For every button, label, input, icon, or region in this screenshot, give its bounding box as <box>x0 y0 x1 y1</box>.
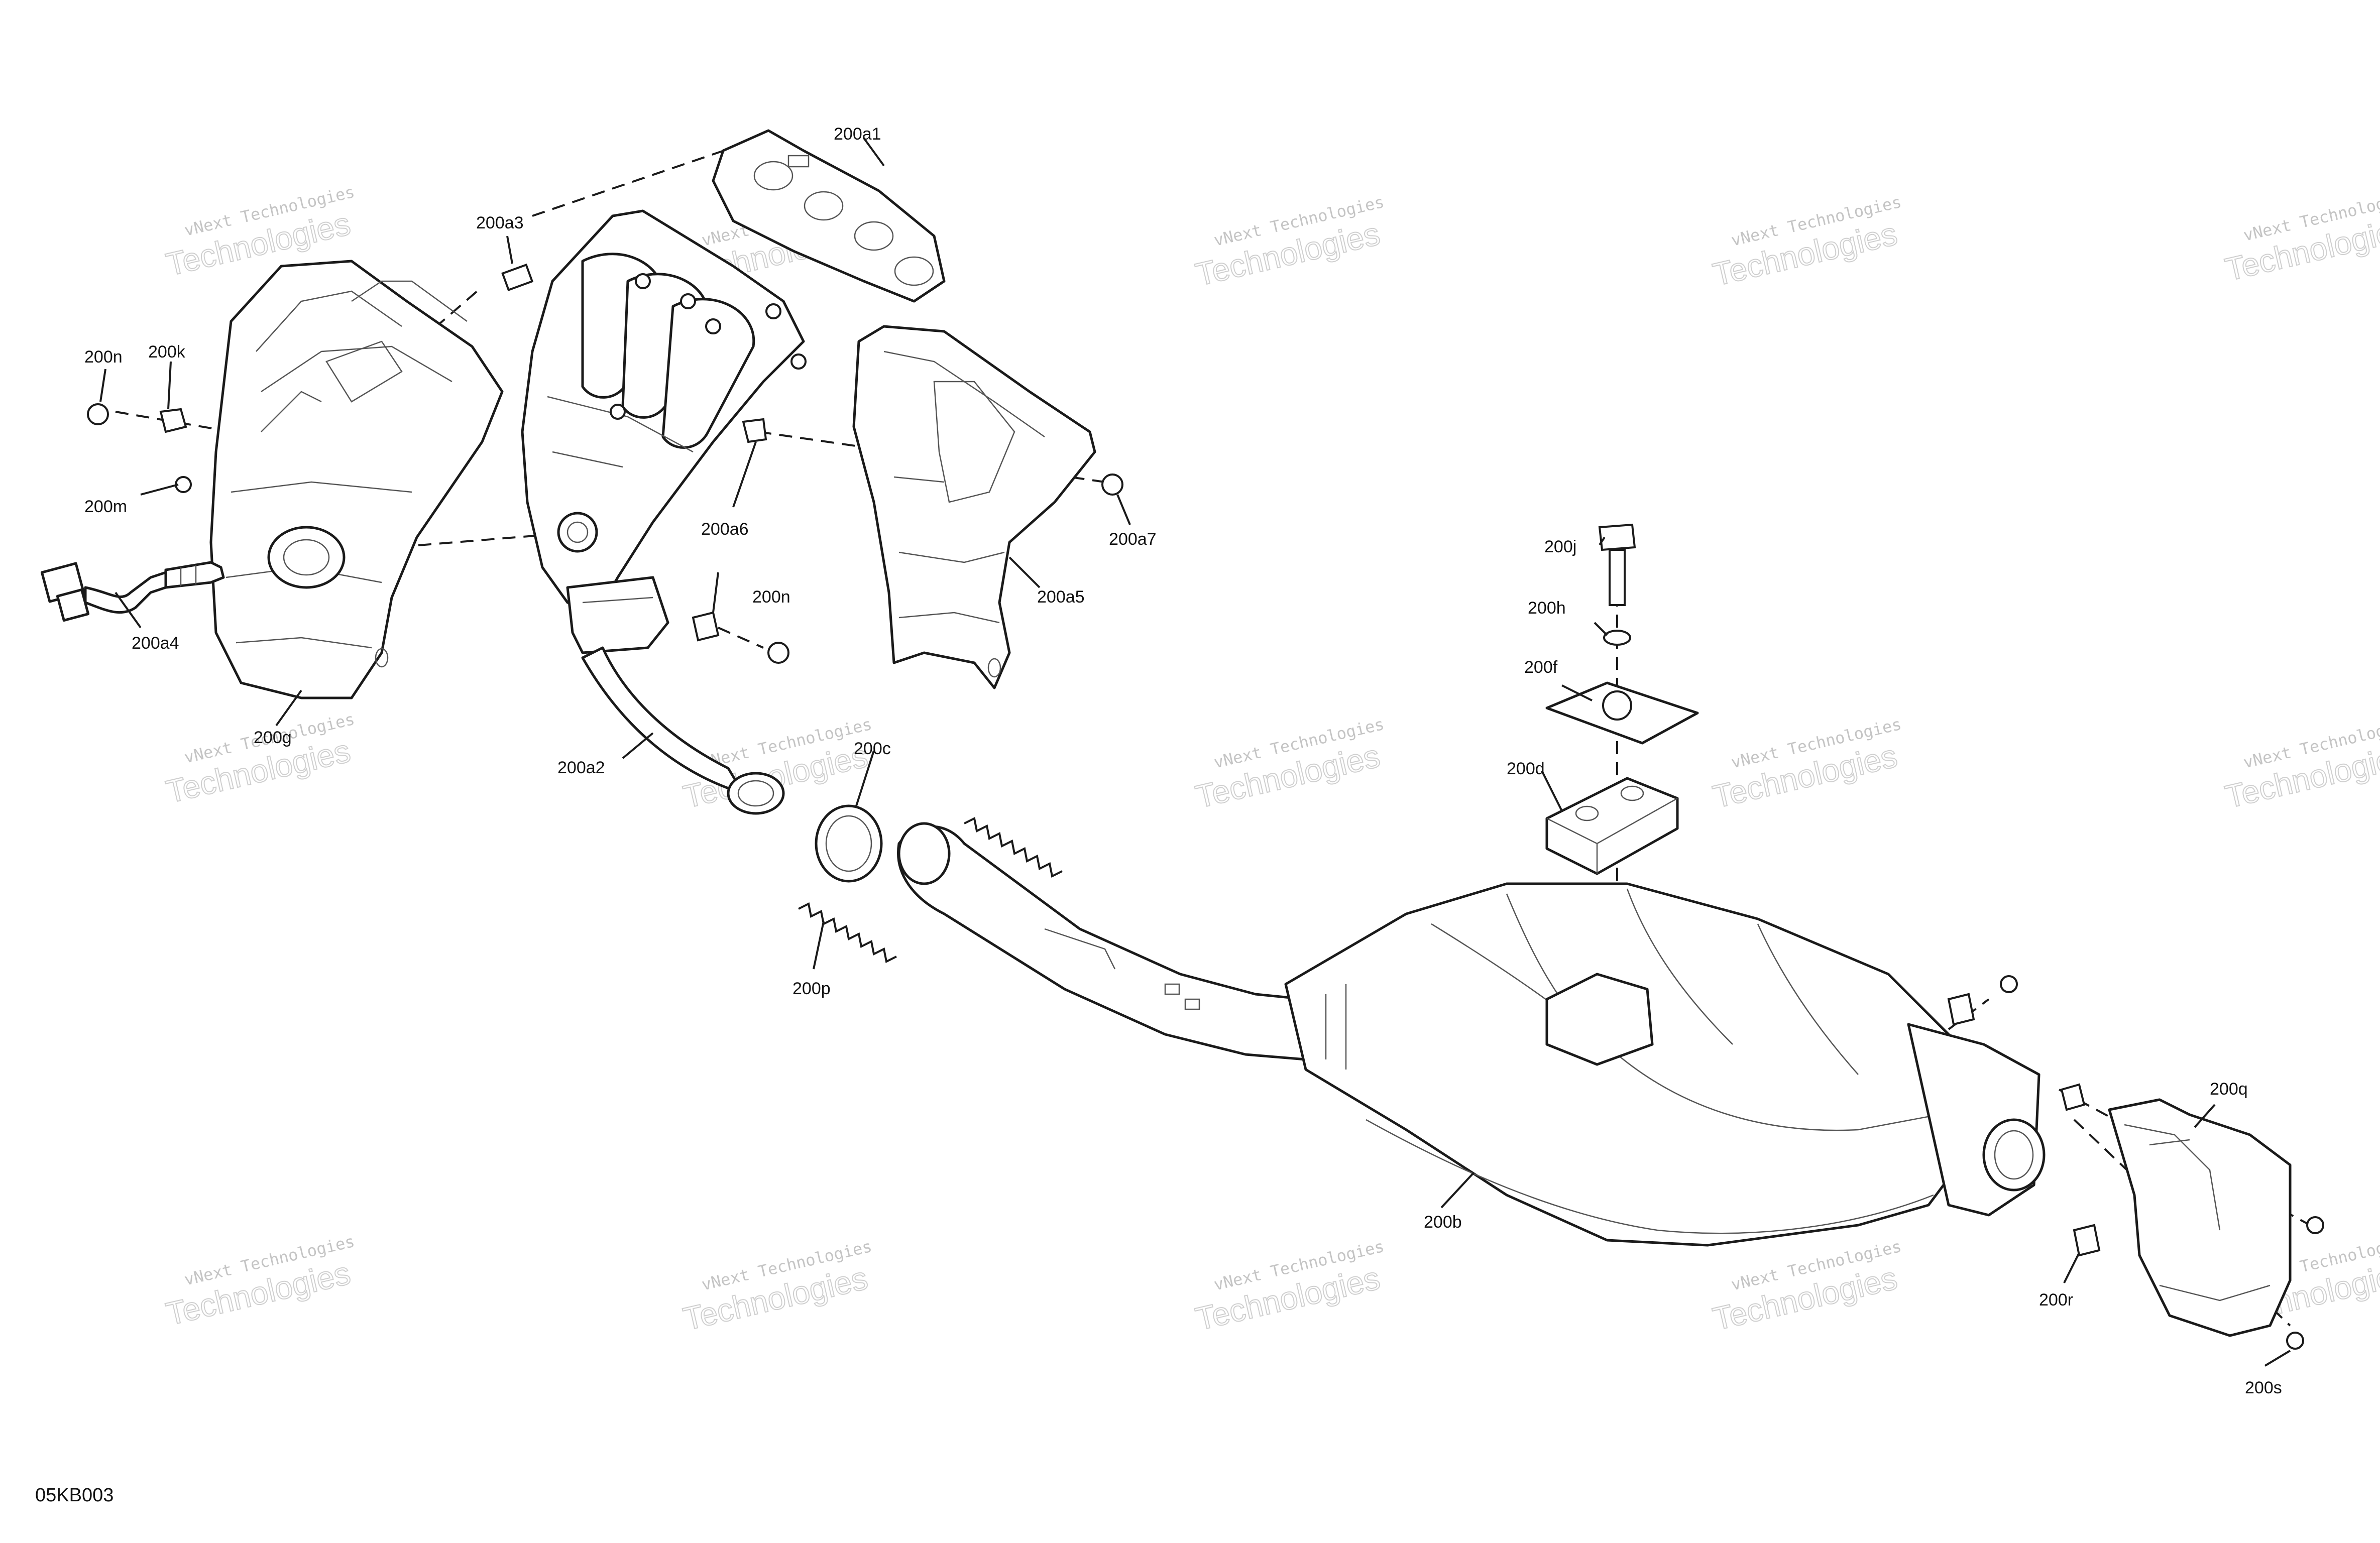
callout-200c: 200c <box>854 739 891 758</box>
callout-200a2: 200a2 <box>557 758 605 777</box>
callout-200k: 200k <box>148 342 186 362</box>
callout-200g: 200g <box>254 728 292 747</box>
o2-sensor-200a4 <box>40 561 225 622</box>
exhaust-manifold-200a2 <box>521 209 807 815</box>
callout-200n-left: 200n <box>84 347 123 367</box>
callout-200j: 200j <box>1544 537 1576 556</box>
leader-lines <box>99 137 2291 1367</box>
watermark-layer: vNext Technologies Technologies vNext Te… <box>162 182 2380 1338</box>
gasket-200a1 <box>712 129 946 303</box>
callout-200r: 200r <box>2039 1290 2073 1310</box>
callout-200n-mid: 200n <box>752 587 790 607</box>
fasteners <box>87 263 2324 1350</box>
callout-200a4: 200a4 <box>132 634 179 653</box>
callout-200h: 200h <box>1528 599 1566 618</box>
callout-200a7: 200a7 <box>1109 530 1157 549</box>
mid-pipe <box>897 822 1307 1061</box>
callout-200a6: 200a6 <box>701 520 749 539</box>
callout-200a3: 200a3 <box>476 213 524 232</box>
ring-gasket-200c <box>815 804 883 883</box>
callout-200m: 200m <box>84 497 127 516</box>
heat-shield-200g <box>209 260 504 699</box>
callout-200a1: 200a1 <box>834 125 881 144</box>
heat-shield-200a5 <box>852 325 1096 689</box>
callout-200d: 200d <box>1507 759 1545 778</box>
muffler-200b <box>1284 882 2046 1247</box>
callout-200s: 200s <box>2245 1378 2282 1397</box>
figure-reference: 05KB003 <box>35 1485 114 1506</box>
callout-200a5: 200a5 <box>1037 587 1085 607</box>
rubber-mount-200d <box>1545 777 1679 875</box>
springs-200p <box>798 817 1063 963</box>
callout-200b: 200b <box>1424 1213 1462 1232</box>
callout-200p: 200p <box>792 979 831 998</box>
callout-labels: 200a1 200a3 200k 200n 200m 200a4 200g 20… <box>84 125 2282 1397</box>
tailpipe-shield-200q <box>2108 1098 2292 1337</box>
callout-200q: 200q <box>2210 1080 2248 1099</box>
callout-200f: 200f <box>1524 658 1558 677</box>
bracket-200f <box>1545 681 1699 745</box>
